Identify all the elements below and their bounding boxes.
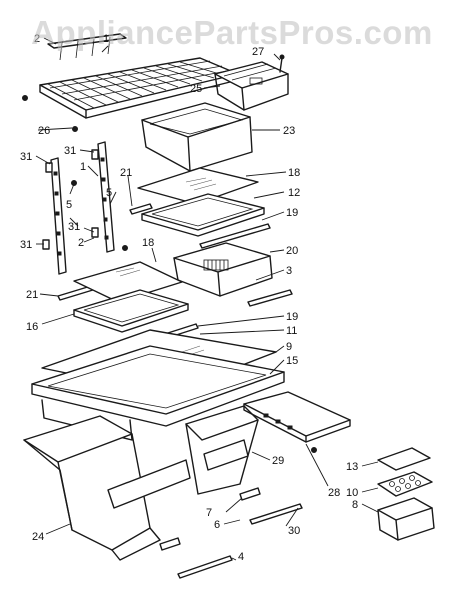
callout-21a: 21: [120, 167, 132, 179]
leader-lines: [35, 37, 379, 561]
callout-9: 9: [286, 341, 292, 353]
callout-2b: 2: [78, 237, 84, 249]
callout-28: 28: [328, 487, 340, 499]
callout-numbers: 2 1 27 25 23 26 31 31 1 21 5 5 31 2 31 1…: [20, 33, 358, 563]
callout-19b: 19: [286, 311, 298, 323]
crisper-drawers-part-24: [23, 415, 191, 561]
callout-10: 10: [346, 487, 358, 499]
callout-27: 27: [252, 46, 264, 58]
callout-8: 8: [352, 499, 358, 511]
callout-1a: 1: [103, 33, 109, 45]
stop-part-6: [159, 537, 181, 551]
callout-31b: 31: [64, 145, 76, 157]
callout-12: 12: [288, 187, 300, 199]
callout-23: 23: [283, 125, 295, 137]
deli-drawer-part-23: [141, 102, 253, 172]
callout-2a: 2: [34, 33, 40, 45]
dairy-bin-part-8: [377, 497, 435, 541]
wire-shelf-part-26: [22, 33, 239, 132]
drawer-rail-part-3: [247, 289, 293, 307]
meat-drawer-part-20: [173, 242, 273, 297]
shelf-rails-right: [91, 141, 128, 253]
callout-13: 13: [346, 461, 358, 473]
screw-part-27: [279, 57, 283, 73]
shelf-frame-part-12: [141, 193, 265, 237]
shelf-rail-part-2: [47, 33, 127, 49]
crisper-drawer-part-29: [185, 405, 259, 495]
callout-31a: 31: [20, 151, 32, 163]
callout-25: 25: [190, 83, 202, 95]
callout-6: 6: [214, 519, 220, 531]
trim-part-19-upper: [199, 223, 271, 249]
callout-7: 7: [206, 507, 212, 519]
callout-29: 29: [272, 455, 284, 467]
egg-tray-part-10: [377, 471, 433, 497]
shelf-rails-left: [42, 157, 77, 275]
crisper-frame-part-15: [31, 345, 285, 441]
callout-5b: 5: [66, 199, 72, 211]
callout-30: 30: [288, 525, 300, 537]
callout-20: 20: [286, 245, 298, 257]
callout-18a: 18: [288, 167, 300, 179]
callout-31d: 31: [20, 239, 32, 251]
callout-11: 11: [286, 325, 297, 337]
utility-bin-part-25: [214, 54, 289, 111]
drawer-rail-part-30: [249, 503, 303, 525]
callout-31c: 31: [68, 221, 80, 233]
crisper-control-part-28: [243, 391, 351, 453]
callout-5a: 5: [106, 187, 112, 199]
stop-part-7: [239, 487, 261, 501]
shelf-frame-part-16: [73, 289, 189, 333]
shelf-trim-part-21: [129, 203, 153, 215]
callout-3: 3: [286, 265, 292, 277]
callout-4: 4: [238, 551, 244, 563]
callout-21b: 21: [26, 289, 38, 301]
callout-26: 26: [38, 125, 50, 137]
callout-18b: 18: [142, 237, 154, 249]
callout-19a: 19: [286, 207, 298, 219]
egg-tray-cover-part-13: [377, 447, 431, 471]
callout-16: 16: [26, 321, 38, 333]
callout-15: 15: [286, 355, 298, 367]
callout-1b: 1: [80, 161, 86, 173]
drawer-rail-part-4: [177, 555, 233, 579]
glass-shelf-part-18: [137, 167, 259, 205]
callout-24: 24: [32, 531, 44, 543]
